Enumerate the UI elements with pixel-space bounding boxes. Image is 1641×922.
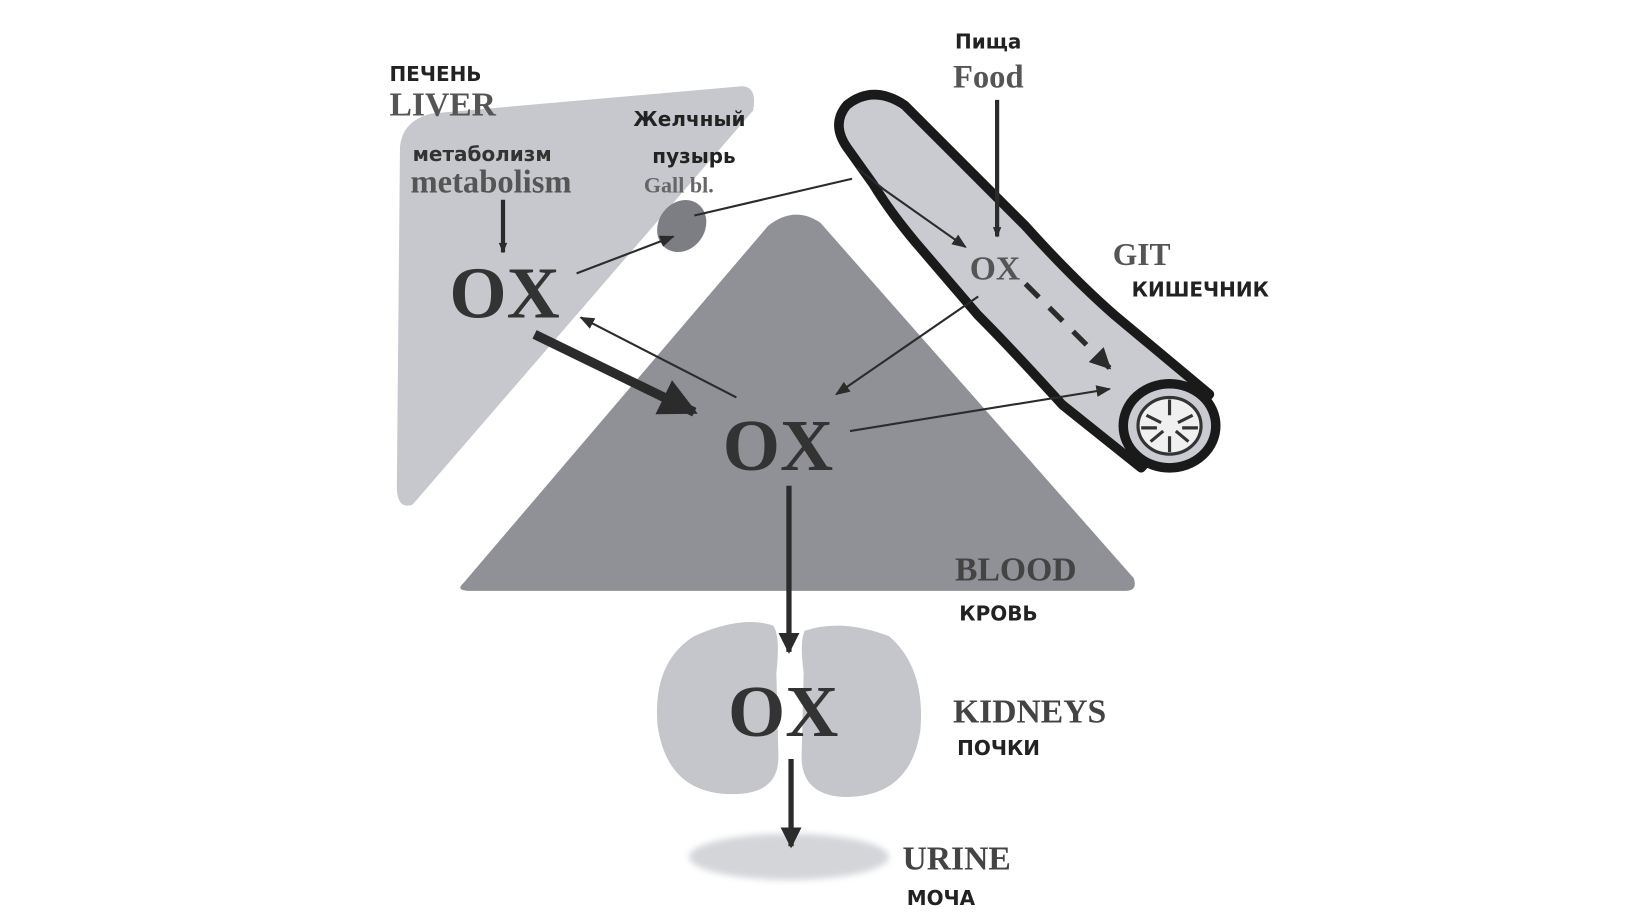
liver-ox-node: OX	[449, 251, 559, 333]
food-label-en: Food	[953, 59, 1024, 95]
arrow-gallbladder-to-git	[694, 177, 853, 217]
blood-ox-node: OX	[723, 404, 833, 486]
liver-shape	[396, 86, 755, 506]
arrow-git-to-blood	[835, 295, 979, 396]
metabolism-label-en: metabolism	[410, 164, 571, 200]
blood-label-en: BLOOD	[955, 551, 1076, 588]
gallbladder-label-en: Gall bl.	[644, 172, 714, 197]
liver-label-ru: ПЕЧЕНЬ	[389, 62, 481, 86]
arrow-git-into-ox	[856, 167, 967, 248]
git-label-ru: КИШЕЧНИК	[1132, 277, 1270, 301]
blood-label-ru: КРОВЬ	[959, 601, 1037, 625]
arrow-liver-to-blood	[532, 330, 698, 417]
urine-label-ru: МОЧА	[907, 886, 976, 910]
arrow-blood-to-liver	[579, 316, 737, 399]
kidney-ox-node: OX	[728, 670, 838, 752]
metabolism-label-ru: метаболизм	[413, 142, 552, 166]
food-label-ru: Пища	[955, 29, 1021, 53]
kidney-left	[656, 622, 779, 795]
arrow-blood-to-git	[849, 385, 1112, 433]
urine-puddle	[689, 833, 889, 880]
gallbladder-label-ru-1: Желчный	[633, 107, 745, 131]
gallbladder-label-ru-2: пузырь	[652, 144, 735, 168]
kidneys-label-ru: ПОЧКИ	[957, 736, 1040, 760]
kidney-right	[801, 625, 922, 797]
arrow-ox-to-gallbladder	[576, 235, 675, 275]
blood-shape	[460, 214, 1135, 591]
git-ox-node: OX	[970, 251, 1020, 288]
liver-label-en: LIVER	[389, 87, 496, 124]
urine-label-en: URINE	[903, 840, 1011, 877]
kidneys-label-en: KIDNEYS	[953, 693, 1106, 730]
git-label-en: GIT	[1113, 237, 1171, 272]
git-tube	[834, 90, 1221, 473]
